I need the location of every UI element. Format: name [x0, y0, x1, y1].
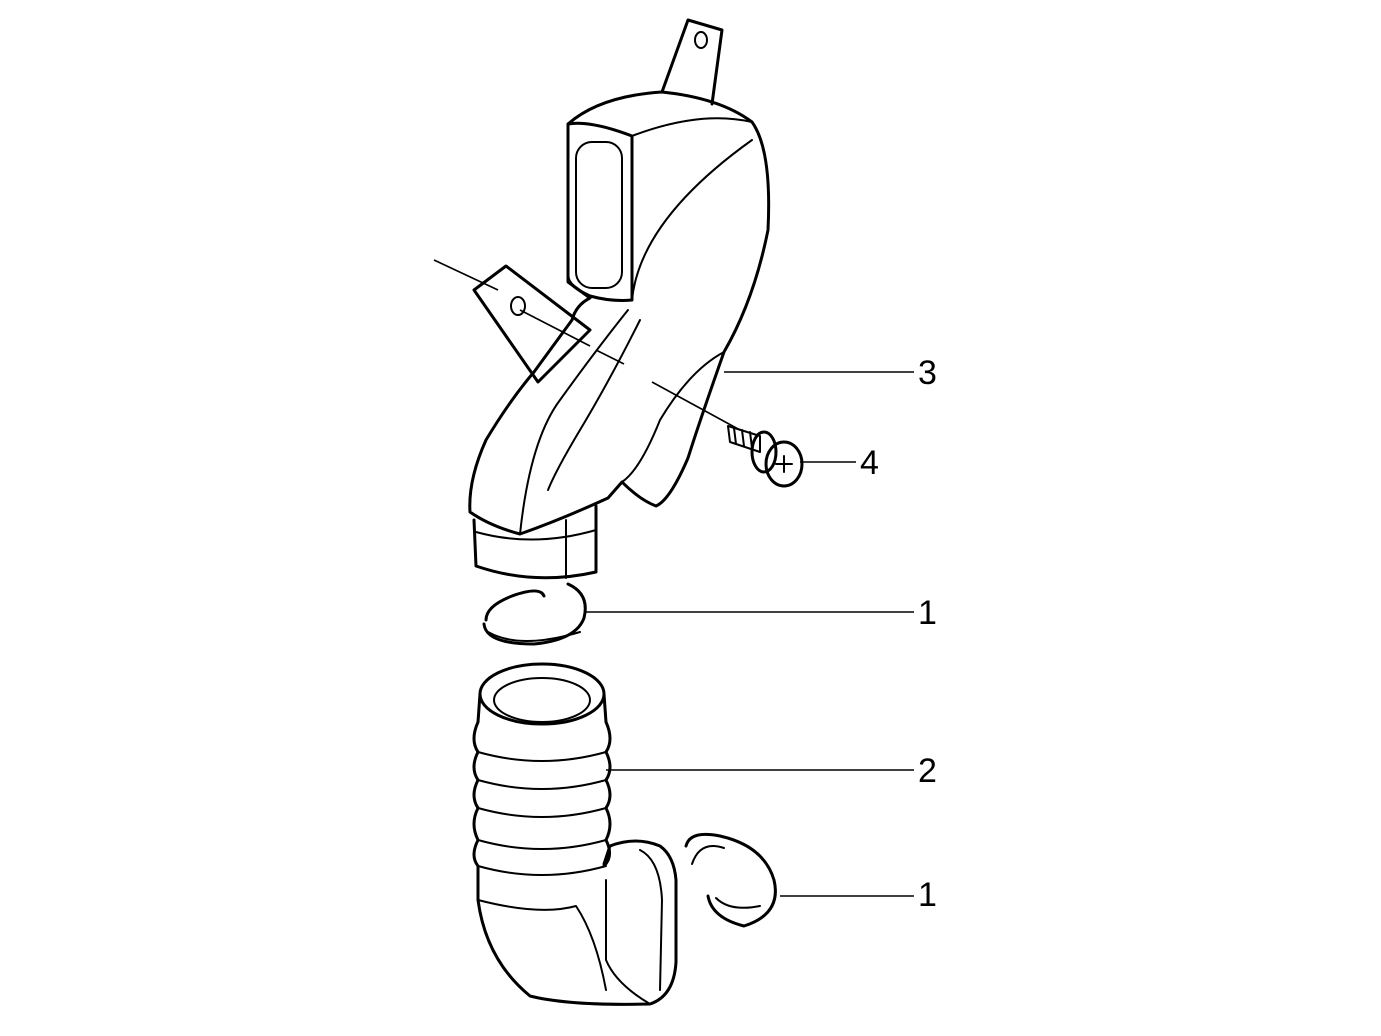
callout-2: 2 — [918, 752, 937, 790]
hose-clamp-upper — [482, 582, 587, 646]
callout-3: 3 — [918, 354, 937, 392]
callout-1-upper: 1 — [918, 594, 937, 632]
callout-1-lower: 1 — [918, 876, 937, 914]
callout-4: 4 — [860, 444, 879, 482]
corrugated-hose — [472, 662, 678, 1006]
screw — [727, 425, 804, 488]
hose-clamp-lower — [684, 832, 777, 928]
air-intake-duct — [468, 18, 771, 580]
